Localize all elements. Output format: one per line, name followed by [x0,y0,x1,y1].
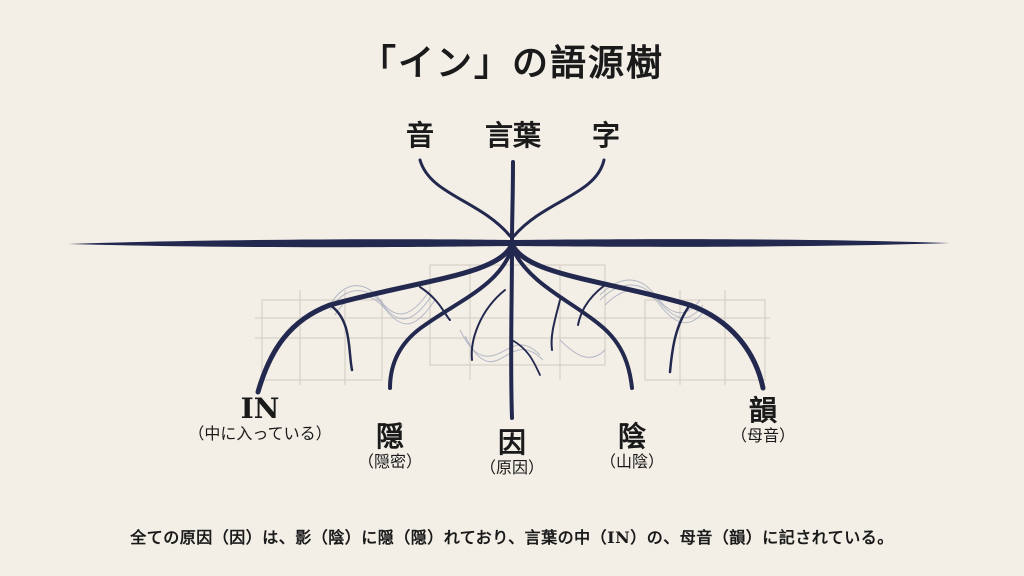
root-node-sub: （母音） [730,426,795,445]
root-node-in: IN （中に入っている） [180,394,340,444]
root-node-main: 陰 [617,420,646,453]
page-title: 「イン」の語源樹 [359,42,664,84]
wave-lines [329,279,706,363]
root-node-shade: 陰 （山陰） [587,422,677,472]
root-node-sub: （隠密） [357,452,422,471]
root-node-sub: （中に入っている） [188,424,332,443]
ground-line [68,239,950,248]
root-node-main: 因 [497,426,526,459]
root-node-main: 隠 [375,420,404,453]
root-node-main: 韻 [748,394,777,427]
top-word-character: 字 [591,119,620,152]
root-node-cause: 因 （原因） [467,428,557,478]
root-node-hidden: 隠 （隠密） [345,422,435,472]
upper-branches [418,158,606,242]
lower-roots [255,241,766,420]
root-node-main: IN [240,392,280,425]
top-word-language: 言葉 [484,119,541,152]
root-node-sub: （山陰） [599,452,664,471]
root-node-sub: （原因） [479,458,544,477]
caption: 全ての原因（因）は、影（陰）に隠（隠）れており、言葉の中（IN）の、母音（韻）に… [130,528,894,547]
root-node-rhyme: 韻 （母音） [718,396,808,446]
top-word-sound: 音 [405,119,434,152]
